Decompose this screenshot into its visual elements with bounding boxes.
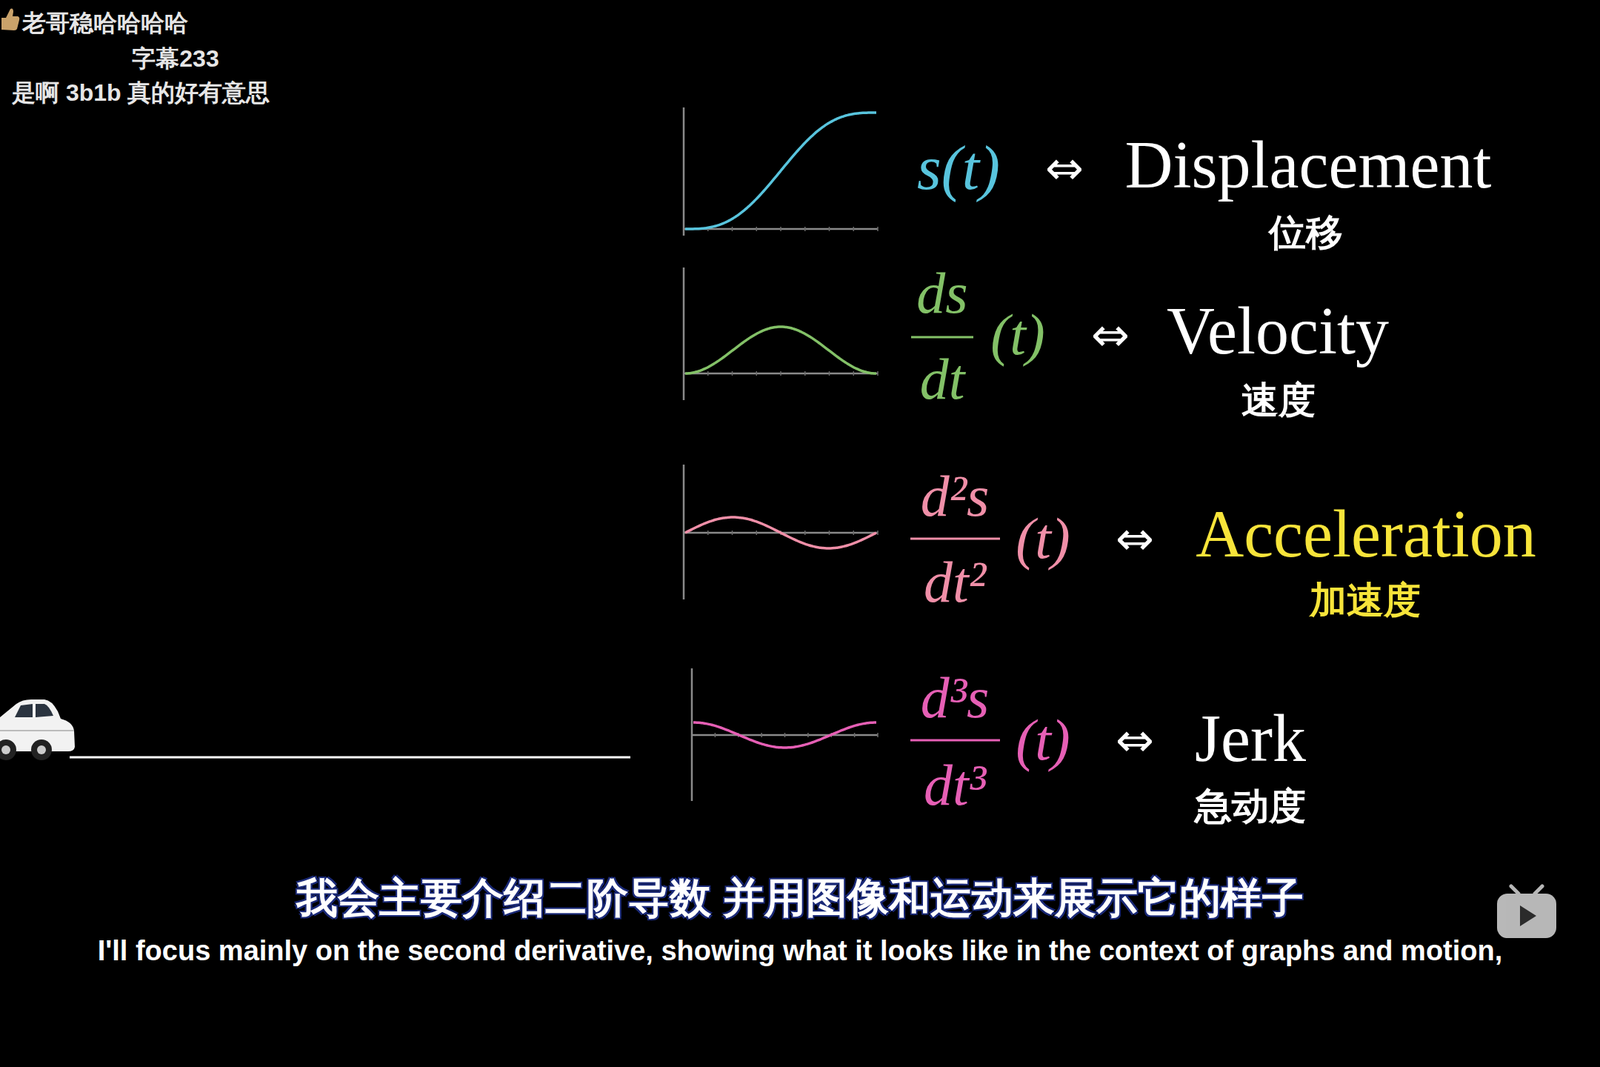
axis-tick: [707, 371, 709, 376]
danmaku-comment: 是啊 3b1b 真的好有意思: [11, 80, 270, 106]
math-formula: d³s: [920, 665, 990, 730]
math-formula: (t): [1015, 708, 1071, 772]
axis-tick: [780, 226, 782, 232]
axis-tick: [854, 732, 856, 738]
math-formula: d²s: [920, 464, 990, 529]
math-formula: dt³: [923, 753, 986, 818]
graph: [691, 668, 878, 801]
math-formula: dt: [920, 347, 966, 412]
math-formula: (t): [1015, 506, 1071, 571]
axis-tick: [707, 530, 709, 535]
graph: [683, 107, 878, 236]
axis-tick: [784, 732, 786, 738]
graph: [683, 267, 878, 400]
axis-tick: [804, 371, 806, 376]
chinese-term: 加速度: [1309, 580, 1421, 621]
math-formula: (t): [990, 302, 1046, 367]
axis-tick: [828, 371, 831, 376]
y-axis: [682, 107, 686, 236]
equivalence-symbol: ⇔: [1115, 513, 1155, 564]
axis-tick: [760, 732, 763, 738]
axis-tick: [828, 530, 831, 535]
chinese-term: 急动度: [1194, 785, 1306, 827]
axis-tick: [780, 371, 782, 376]
term-label: Velocity: [1166, 294, 1389, 368]
axis-tick: [877, 732, 879, 738]
player-icon: [1497, 885, 1557, 938]
equivalence-symbol: ⇔: [1115, 714, 1155, 766]
chinese-term: 位移: [1268, 212, 1343, 254]
term-label: Displacement: [1125, 128, 1492, 202]
function-curve: [685, 112, 877, 229]
function-curve: [685, 517, 877, 549]
danmaku-comment: 字幕233: [131, 45, 219, 72]
axis-tick: [756, 530, 758, 535]
axis-tick: [853, 226, 855, 232]
term-label: Jerk: [1194, 701, 1306, 775]
fraction-bar: [910, 739, 1000, 742]
axis-tick: [877, 226, 879, 232]
term-label: Acceleration: [1195, 497, 1537, 571]
axis-tick: [804, 226, 806, 232]
chinese-term: 速度: [1241, 380, 1316, 421]
car-icon: [0, 699, 75, 760]
danmaku-comment: 老哥稳哈哈哈哈: [22, 10, 189, 37]
subtitle-english: I'll focus mainly on the second derivati…: [97, 935, 1503, 967]
axis-tick: [828, 226, 831, 232]
function-curve: [685, 326, 877, 374]
thumb-icon: [1, 8, 20, 32]
axis-tick: [853, 530, 855, 535]
axis-tick: [877, 530, 879, 535]
equivalence-symbol: ⇔: [1091, 309, 1130, 360]
graph: [683, 464, 878, 600]
math-formula: ds: [916, 261, 968, 326]
subtitle-chinese: 我会主要介绍二阶导数 并用图像和运动来展示它的样子: [296, 874, 1304, 921]
axis-tick: [807, 732, 809, 738]
axis-tick: [877, 371, 879, 376]
equivalence-symbol: ⇔: [1045, 142, 1084, 194]
fraction-bar: [910, 537, 1000, 540]
math-formula: s(t): [917, 134, 1000, 203]
axis-tick: [756, 371, 758, 376]
axis-tick: [731, 226, 734, 232]
axis-tick: [714, 732, 717, 738]
fraction-bar: [911, 336, 974, 339]
road-line: [69, 756, 631, 759]
y-axis: [682, 267, 686, 400]
axis-tick: [756, 226, 758, 232]
axis-tick: [731, 371, 734, 376]
math-formula: dt²: [923, 550, 986, 615]
axis-tick: [804, 530, 806, 535]
axis-tick: [731, 530, 734, 535]
axis-tick: [853, 371, 855, 376]
function-curve: [693, 722, 877, 748]
